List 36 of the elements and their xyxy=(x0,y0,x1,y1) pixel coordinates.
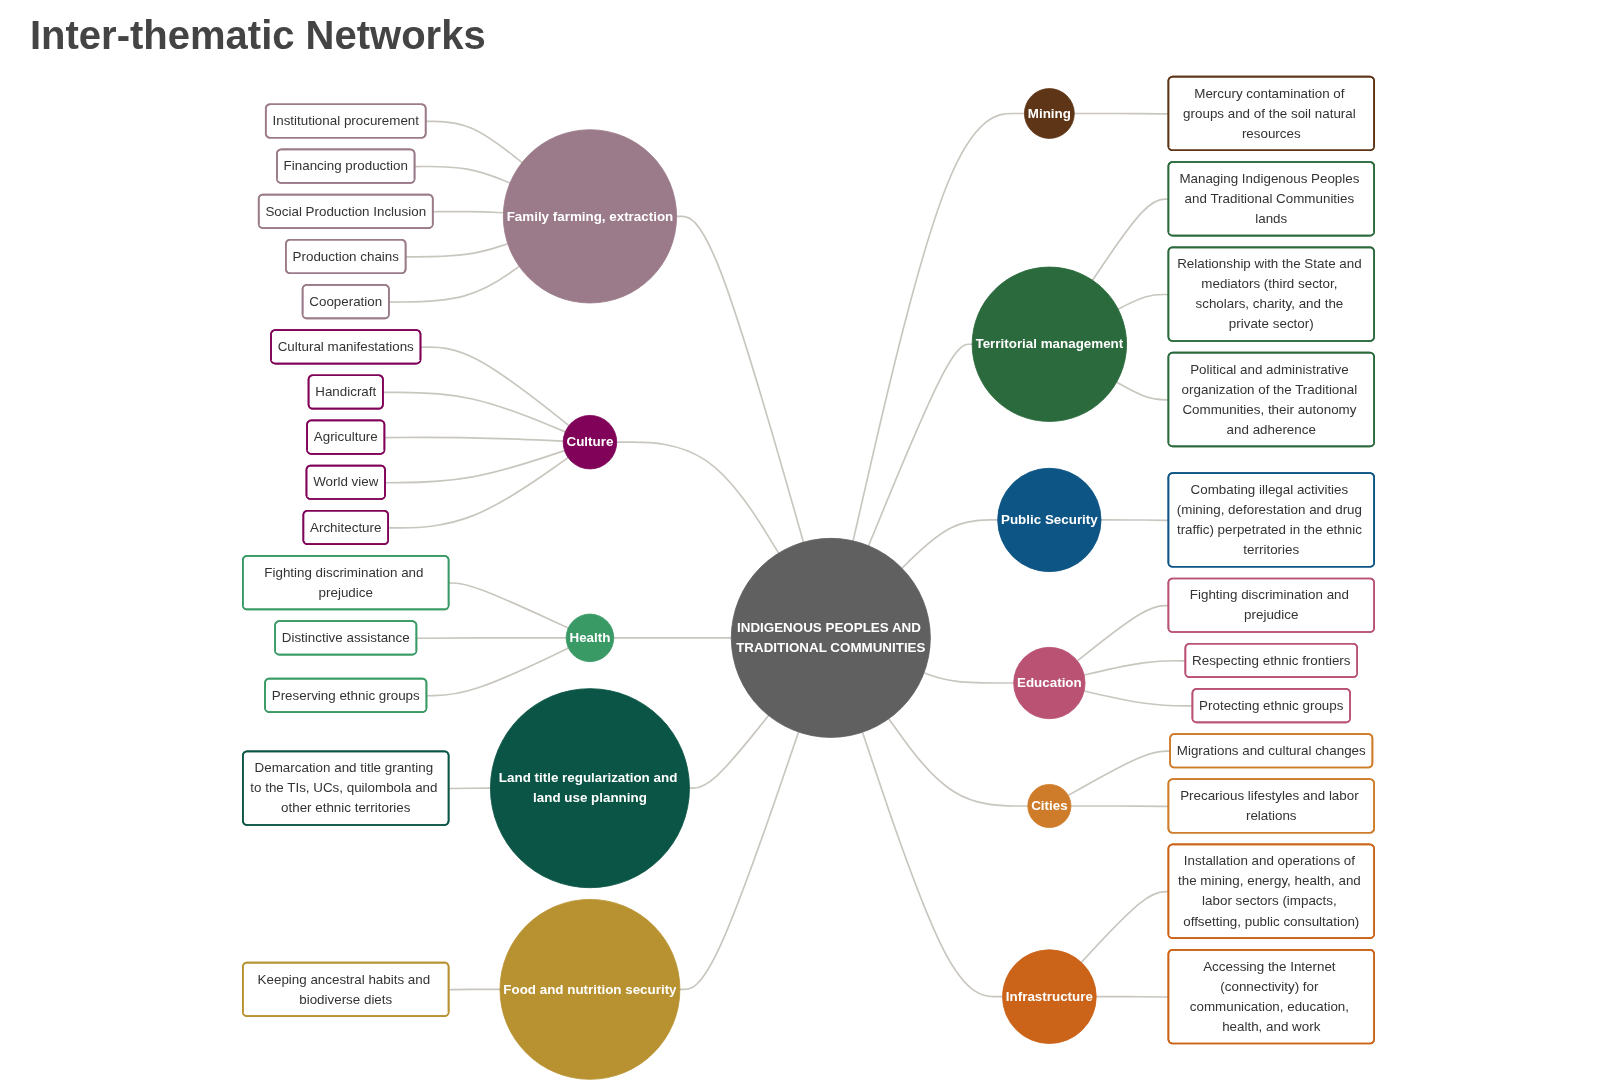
connector xyxy=(384,436,565,442)
connector xyxy=(448,582,570,629)
node-circle: INDIGENOUS PEOPLES AND TRADITIONAL COMMUNITIES xyxy=(730,537,931,738)
connector xyxy=(867,343,973,547)
connector xyxy=(448,988,501,991)
node-circle: Territorial management xyxy=(971,266,1127,422)
node-circle: Land title regularization and land use planning xyxy=(490,688,690,889)
connector xyxy=(426,647,570,697)
connector xyxy=(432,210,505,214)
node-circle: Health xyxy=(565,613,615,663)
node-circle: Infrastructure xyxy=(1002,949,1097,1044)
connector xyxy=(852,112,1026,542)
diagram-title: Inter-thematic Networks xyxy=(30,14,486,56)
connector xyxy=(612,637,733,639)
connector xyxy=(615,441,780,554)
connector xyxy=(420,346,570,427)
node-circle: Mining xyxy=(1024,88,1075,139)
connector xyxy=(414,165,511,184)
connector xyxy=(675,215,805,543)
node-circle: Public Security xyxy=(997,467,1102,573)
node-circle: Food and nutrition security xyxy=(499,899,681,1080)
node-circle: Education xyxy=(1013,646,1086,720)
connector xyxy=(887,717,1029,807)
connector xyxy=(448,787,492,790)
connector xyxy=(388,265,521,303)
node-circle: Culture xyxy=(562,414,618,470)
connector xyxy=(679,731,800,991)
connector xyxy=(688,714,770,789)
node-circle: Cities xyxy=(1027,784,1072,828)
connector xyxy=(405,242,509,258)
connector xyxy=(923,671,1015,684)
connector xyxy=(901,519,999,570)
node-circle: Family farming, extraction xyxy=(502,129,677,304)
connector xyxy=(861,731,1004,998)
connector xyxy=(382,391,567,433)
connector xyxy=(425,120,523,164)
